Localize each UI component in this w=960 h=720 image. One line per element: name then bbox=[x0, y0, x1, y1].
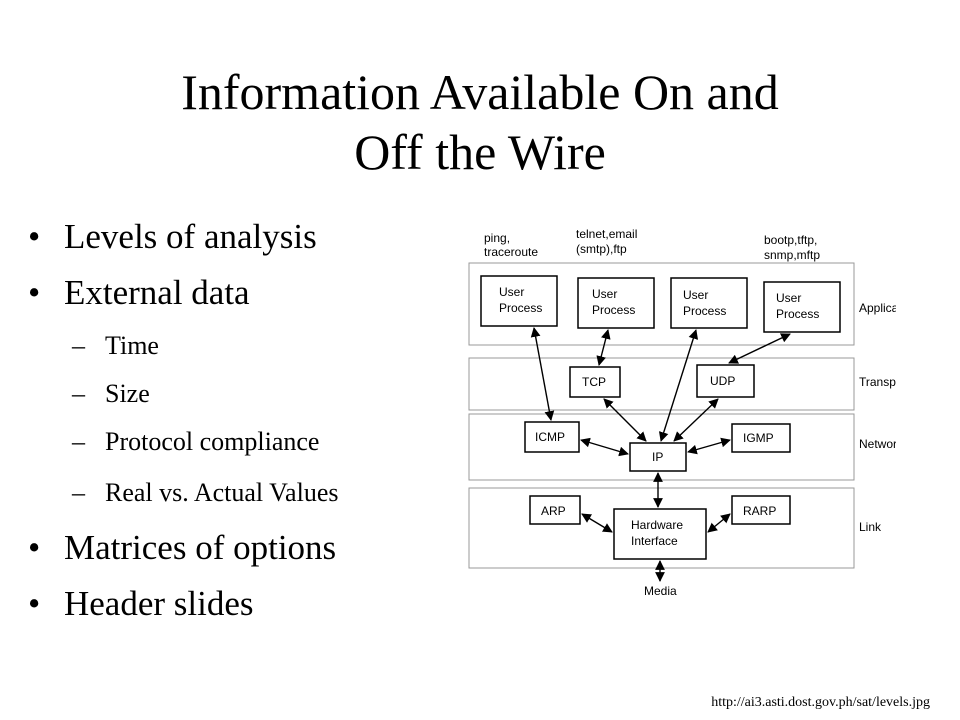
user-process-2: User Process bbox=[577, 277, 655, 329]
layer-application-label: Application bbox=[859, 301, 896, 315]
tcp-box: TCP bbox=[569, 366, 621, 398]
igmp-box: IGMP bbox=[731, 423, 791, 453]
sub-bullet-values: –Real vs. Actual Values bbox=[72, 477, 338, 509]
svg-text:User: User bbox=[776, 291, 801, 305]
svg-text:User: User bbox=[683, 288, 708, 302]
svg-text:Process: Process bbox=[499, 301, 542, 315]
svg-text:Interface: Interface bbox=[631, 534, 678, 548]
sub-bullet-size: –Size bbox=[72, 378, 150, 410]
label-snmp: snmp,mftp bbox=[764, 248, 820, 262]
bullet-dot: • bbox=[28, 584, 41, 623]
bullet-text: Levels of analysis bbox=[64, 217, 317, 256]
sub-bullet-dash: – bbox=[72, 379, 85, 408]
svg-text:User: User bbox=[592, 287, 617, 301]
bullet-dot: • bbox=[28, 217, 41, 256]
user-process-3: User Process bbox=[670, 277, 748, 329]
svg-text:Process: Process bbox=[683, 304, 726, 318]
icmp-box: ICMP bbox=[524, 421, 580, 453]
rarp-box: RARP bbox=[731, 495, 791, 525]
bullet-matrices: • Matrices of options bbox=[28, 527, 336, 569]
bullet-dot: • bbox=[28, 273, 41, 312]
bullet-text: Matrices of options bbox=[64, 528, 337, 567]
layer-network-label: Network bbox=[859, 437, 896, 451]
svg-text:User: User bbox=[499, 285, 524, 299]
svg-text:Process: Process bbox=[592, 303, 635, 317]
bullet-text: Header slides bbox=[64, 584, 254, 623]
layer-transport-band bbox=[468, 357, 855, 411]
user-process-1: User Process bbox=[480, 275, 558, 327]
svg-text:RARP: RARP bbox=[743, 504, 776, 518]
sub-bullet-dash: – bbox=[72, 427, 85, 456]
svg-text:IP: IP bbox=[652, 450, 663, 464]
sub-bullet-dash: – bbox=[72, 478, 85, 507]
hardware-interface-box: Hardware Interface bbox=[613, 508, 707, 560]
source-url: http://ai3.asti.dost.gov.ph/sat/levels.j… bbox=[711, 695, 930, 710]
arp-box: ARP bbox=[529, 495, 581, 525]
sub-bullet-text: Time bbox=[105, 331, 159, 360]
sub-bullet-text: Protocol compliance bbox=[105, 427, 320, 456]
label-bootp: bootp,tftp, bbox=[764, 233, 817, 247]
bullet-external: • External data bbox=[28, 272, 250, 314]
udp-box: UDP bbox=[696, 364, 755, 398]
label-traceroute: traceroute bbox=[484, 245, 538, 259]
user-process-4: User Process bbox=[763, 281, 841, 333]
layer-transport-label: Transport bbox=[859, 375, 896, 389]
svg-text:UDP: UDP bbox=[710, 374, 735, 388]
svg-text:Process: Process bbox=[776, 307, 819, 321]
svg-text:TCP: TCP bbox=[582, 375, 606, 389]
svg-text:Hardware: Hardware bbox=[631, 518, 683, 532]
diagram-arrows bbox=[530, 327, 791, 582]
svg-text:ICMP: ICMP bbox=[535, 430, 565, 444]
sub-bullet-protocol: –Protocol compliance bbox=[72, 426, 319, 458]
label-ping: ping, bbox=[484, 231, 510, 245]
label-smtp-ftp: (smtp),ftp bbox=[576, 242, 627, 256]
sub-bullet-time: –Time bbox=[72, 330, 159, 362]
layer-link-label: Link bbox=[859, 520, 882, 534]
label-telnet: telnet,email bbox=[576, 227, 637, 241]
bullet-dot: • bbox=[28, 528, 41, 567]
sub-bullet-text: Real vs. Actual Values bbox=[105, 478, 339, 507]
slide-title: Information Available On and Off the Wir… bbox=[0, 62, 960, 182]
bullet-header-slides: • Header slides bbox=[28, 583, 254, 625]
tcpip-layers-diagram: ping, traceroute telnet,email (smtp),ftp… bbox=[468, 227, 896, 598]
media-label: Media bbox=[644, 584, 677, 598]
sub-bullet-text: Size bbox=[105, 379, 150, 408]
title-line-2: Off the Wire bbox=[354, 124, 606, 180]
svg-text:ARP: ARP bbox=[541, 504, 566, 518]
ip-box: IP bbox=[629, 442, 687, 472]
bullet-levels: • Levels of analysis bbox=[28, 216, 317, 258]
title-line-1: Information Available On and bbox=[181, 64, 779, 120]
sub-bullet-dash: – bbox=[72, 331, 85, 360]
bullet-text: External data bbox=[64, 273, 250, 312]
svg-text:IGMP: IGMP bbox=[743, 431, 774, 445]
